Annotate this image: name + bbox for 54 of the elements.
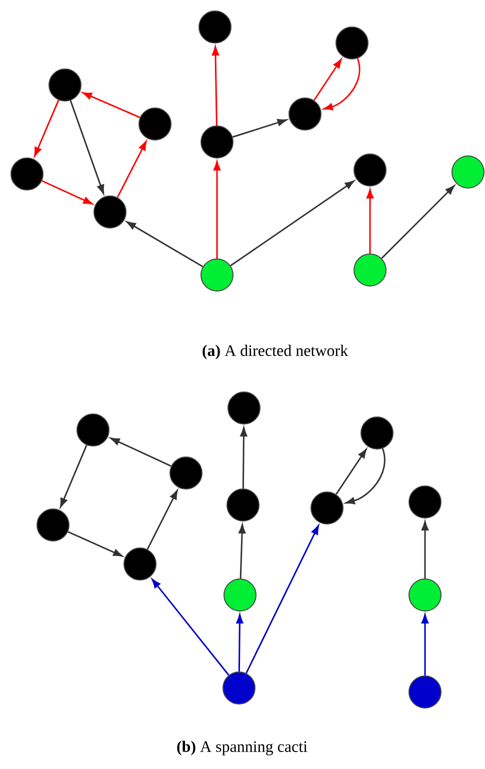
arrow (381, 185, 455, 259)
arrow (336, 448, 367, 495)
arrow (213, 161, 221, 258)
network-node (36, 508, 70, 542)
network-node (94, 196, 126, 228)
arrow (60, 444, 88, 508)
arrow (70, 100, 104, 194)
network-node (336, 26, 368, 60)
arrow (42, 180, 93, 204)
network-node (48, 68, 82, 102)
network-node (228, 392, 260, 424)
arrow (126, 221, 204, 268)
network-node (408, 486, 442, 518)
arrow (324, 58, 360, 110)
arrow (82, 92, 140, 118)
arrow (246, 525, 319, 674)
network-node (76, 414, 110, 446)
network-node (452, 156, 484, 188)
arrow (212, 46, 219, 126)
arrow (232, 119, 287, 138)
network-node (138, 108, 172, 140)
arrow (236, 614, 244, 672)
subfigure-caption: (a) A directed network (202, 344, 348, 360)
network-node (200, 126, 234, 158)
arrow (366, 189, 374, 254)
network-node (408, 676, 442, 708)
network-node (124, 548, 156, 580)
network-node (198, 10, 232, 44)
arrow (230, 180, 354, 266)
arrow (421, 614, 429, 676)
arrow (68, 531, 123, 557)
arrow (34, 100, 60, 156)
arrow (313, 58, 342, 101)
arrow (346, 448, 386, 504)
arrow (240, 427, 248, 489)
arrow (152, 578, 230, 676)
network-node (360, 416, 394, 450)
network-node (200, 258, 234, 292)
network-node (408, 578, 442, 612)
network-node (354, 254, 386, 286)
arrow (110, 438, 172, 467)
network-node (354, 154, 386, 186)
arrow (421, 521, 429, 578)
network-node (310, 492, 344, 524)
network-node (222, 672, 256, 704)
network-node (226, 488, 260, 522)
arrow (238, 524, 246, 579)
arrow (116, 141, 147, 198)
network-node (288, 98, 322, 130)
network-node (224, 578, 256, 612)
network-node (170, 456, 202, 490)
network-node (10, 158, 44, 190)
arrow (146, 490, 178, 550)
subfigure-caption: (b) A spanning cacti (177, 740, 308, 756)
